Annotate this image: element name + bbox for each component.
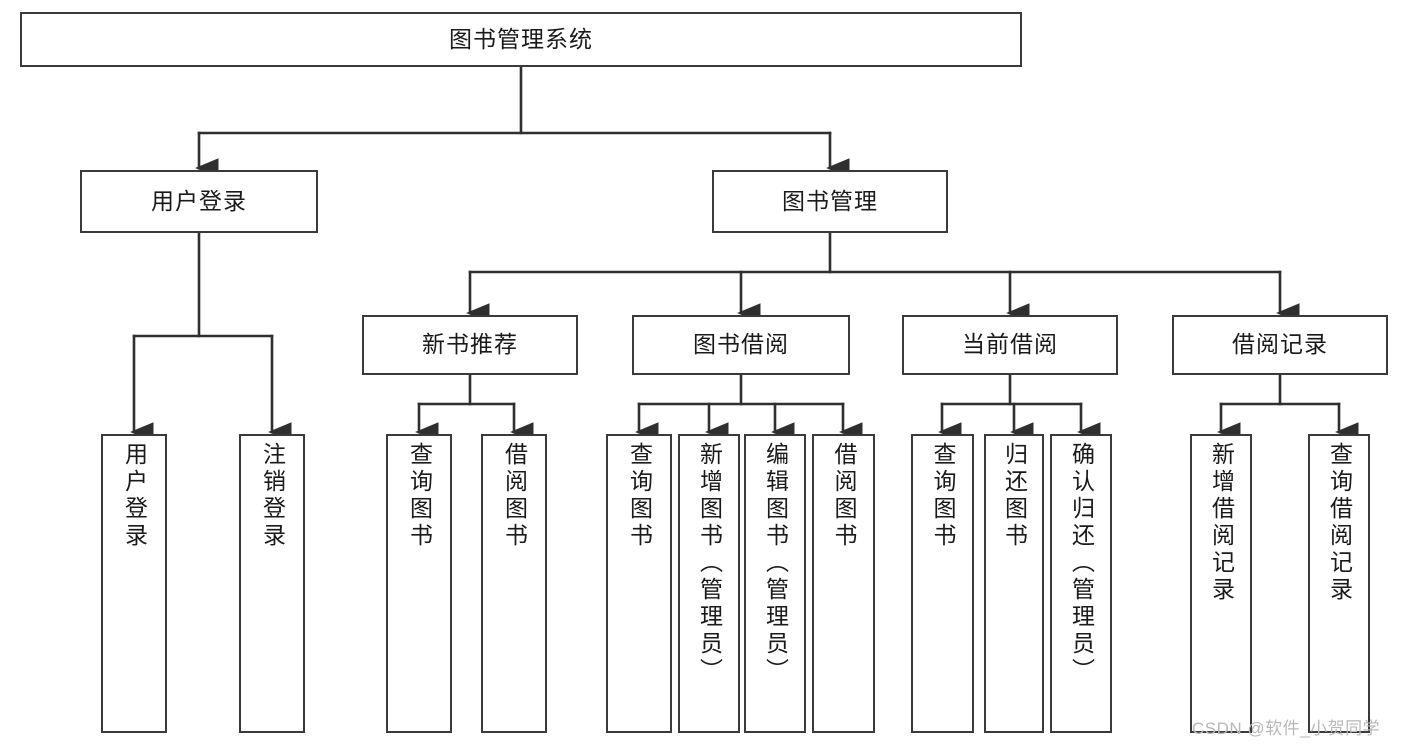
node-book-borrow-label: 图书借阅	[693, 331, 789, 358]
node-leaf-add-book[interactable]: 新增图书（管理员）	[678, 434, 740, 733]
node-leaf-user-login-label: 用户登录	[121, 442, 148, 550]
node-leaf-borrow-book-label: 借阅图书	[831, 442, 857, 550]
node-leaf-confirm-return[interactable]: 确认归还（管理员）	[1050, 434, 1112, 733]
node-leaf-add-book-label: 新增图书（管理员）	[696, 442, 723, 685]
node-root-label: 图书管理系统	[449, 25, 593, 52]
node-leaf-return-book-label: 归还图书	[1001, 442, 1028, 550]
csdn-watermark: CSDN @软件_小贺同学	[1192, 719, 1381, 738]
node-leaf-query-book-cur[interactable]: 查询图书	[911, 434, 974, 733]
node-leaf-edit-book[interactable]: 编辑图书（管理员）	[744, 434, 806, 733]
node-leaf-user-login[interactable]: 用户登录	[101, 434, 167, 733]
node-leaf-borrow-book-rec-label: 借阅图书	[501, 442, 528, 550]
node-leaf-query-record[interactable]: 查询借阅记录	[1308, 434, 1370, 733]
node-leaf-query-book-rec[interactable]: 查询图书	[386, 434, 452, 733]
node-current-borrow-label: 当前借阅	[962, 331, 1058, 358]
node-leaf-confirm-return-label: 确认归还（管理员）	[1068, 442, 1095, 685]
node-current-borrow[interactable]: 当前借阅	[902, 315, 1118, 375]
node-leaf-borrow-book[interactable]: 借阅图书	[812, 434, 875, 733]
connector-lines	[130, 65, 1359, 442]
node-user-login[interactable]: 用户登录	[80, 170, 318, 233]
node-leaf-query-book-borrow-label: 查询图书	[626, 442, 653, 550]
node-new-book-rec[interactable]: 新书推荐	[362, 315, 578, 375]
node-leaf-query-book-borrow[interactable]: 查询图书	[606, 434, 672, 733]
node-leaf-query-book-cur-label: 查询图书	[930, 442, 956, 550]
node-book-borrow[interactable]: 图书借阅	[632, 315, 850, 375]
node-borrow-record[interactable]: 借阅记录	[1172, 315, 1388, 375]
node-leaf-edit-book-label: 编辑图书（管理员）	[762, 442, 789, 685]
node-leaf-user-logout[interactable]: 注销登录	[239, 434, 305, 733]
node-leaf-add-record[interactable]: 新增借阅记录	[1190, 434, 1252, 733]
node-book-manage-label: 图书管理	[782, 187, 878, 214]
node-leaf-return-book[interactable]: 归还图书	[984, 434, 1044, 733]
node-new-book-rec-label: 新书推荐	[422, 331, 518, 358]
node-root[interactable]: 图书管理系统	[20, 12, 1022, 67]
node-book-manage[interactable]: 图书管理	[712, 170, 948, 233]
node-borrow-record-label: 借阅记录	[1232, 331, 1328, 358]
node-leaf-borrow-book-rec[interactable]: 借阅图书	[481, 434, 547, 733]
node-leaf-user-logout-label: 注销登录	[259, 442, 286, 550]
node-leaf-query-record-label: 查询借阅记录	[1326, 442, 1353, 604]
node-leaf-query-book-rec-label: 查询图书	[406, 442, 433, 550]
node-leaf-add-record-label: 新增借阅记录	[1208, 442, 1235, 604]
node-user-login-label: 用户登录	[151, 187, 247, 214]
